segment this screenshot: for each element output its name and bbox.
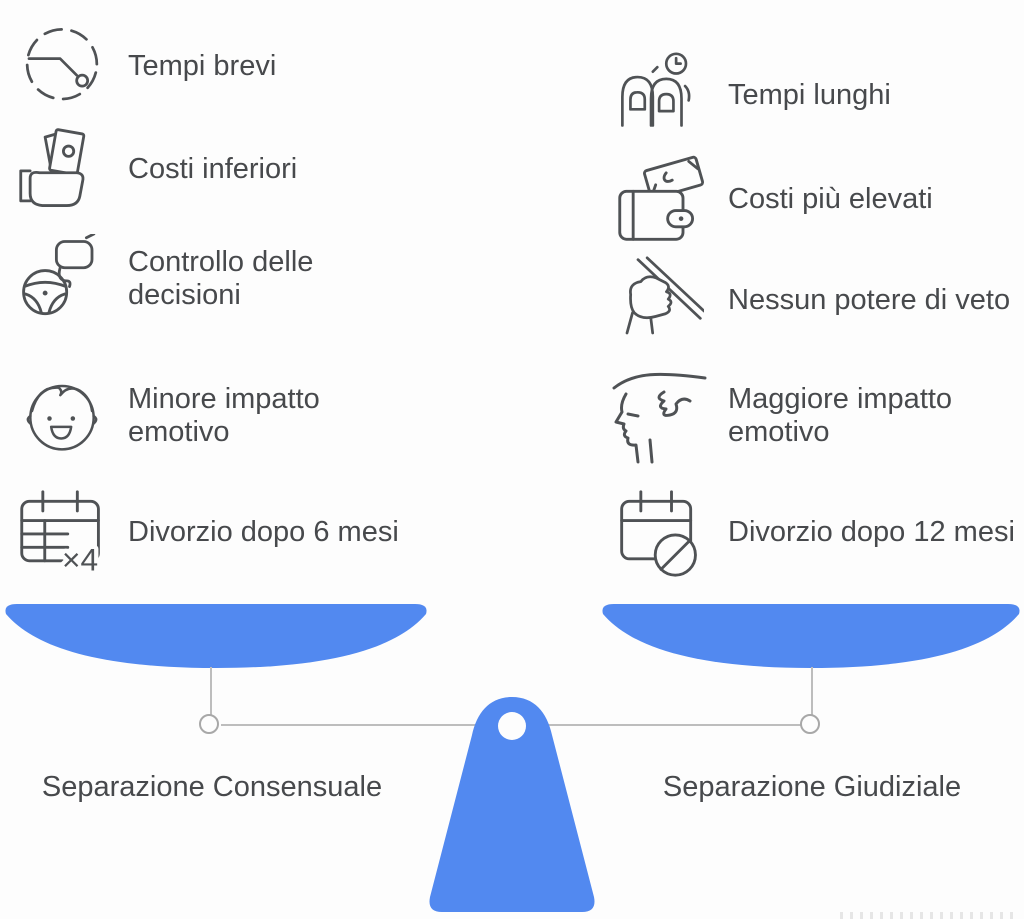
list-item: Nessun potere di veto (612, 256, 1010, 344)
list-item: Minore impatto emotivo (14, 376, 320, 456)
people-clock-icon (621, 52, 691, 127)
fulcrum (429, 697, 595, 912)
icon-box (14, 124, 110, 214)
worried-face-icon (612, 372, 707, 464)
right-beam-joint (800, 714, 820, 734)
icon-box: ×4 (14, 486, 110, 578)
icon-box (612, 153, 708, 245)
icon-box (612, 486, 708, 578)
left-pan-hanger-line (210, 667, 212, 715)
item-label: Nessun potere di veto (728, 283, 1011, 316)
list-item: Tempi lunghi (612, 52, 891, 138)
item-label: Tempi brevi (128, 49, 277, 82)
left-pan-label: Separazione Consensuale (41, 771, 383, 803)
wallet-money-icon (618, 155, 705, 241)
item-label: Maggiore impatto emotivo (728, 383, 953, 448)
item-label: Costi più elevati (728, 182, 933, 215)
steering-wheel-chat-icon (22, 234, 96, 316)
item-label: Controllo delle decisioni (128, 246, 314, 311)
hand-stick-icon (625, 256, 704, 335)
item-label: Tempi lunghi (728, 78, 891, 111)
list-item: Maggiore impatto emotivo (612, 368, 952, 464)
icon-box (14, 22, 110, 110)
right-pan-label: Separazione Giudiziale (662, 771, 962, 803)
left-beam-joint (199, 714, 219, 734)
list-item: Controllo delle decisioni (14, 234, 313, 324)
item-label: Divorzio dopo 12 mesi (728, 515, 1015, 548)
icon-box (14, 376, 110, 456)
icon-box (612, 52, 708, 138)
item-label: Costi inferiori (128, 152, 298, 185)
happy-child-face-icon (26, 384, 98, 451)
icon-box (612, 256, 708, 344)
icon-box (612, 368, 708, 464)
list-item: Costi inferiori (14, 124, 297, 214)
calendar-multiplier-label: ×4 (62, 541, 98, 577)
left-scale-pan (5, 604, 427, 668)
icon-box (14, 234, 110, 324)
right-scale-pan (602, 604, 1020, 668)
item-label: Divorzio dopo 6 mesi (128, 515, 399, 548)
fulcrum-pivot-hole (498, 712, 526, 740)
right-pan-hanger-line (811, 667, 813, 715)
money-hand-icon (19, 128, 86, 207)
item-label: Minore impatto emotivo (128, 383, 320, 448)
calendar-blocked-icon (620, 490, 697, 577)
list-item: Costi più elevati (612, 153, 933, 245)
calendar-x4-icon: ×4 (20, 490, 102, 578)
clock-icon (25, 27, 99, 101)
watermark-remnant (840, 912, 1018, 919)
list-item: Divorzio dopo 12 mesi (612, 486, 1015, 578)
list-item: ×4 Divorzio dopo 6 mesi (14, 486, 399, 578)
list-item: Tempi brevi (14, 22, 276, 110)
